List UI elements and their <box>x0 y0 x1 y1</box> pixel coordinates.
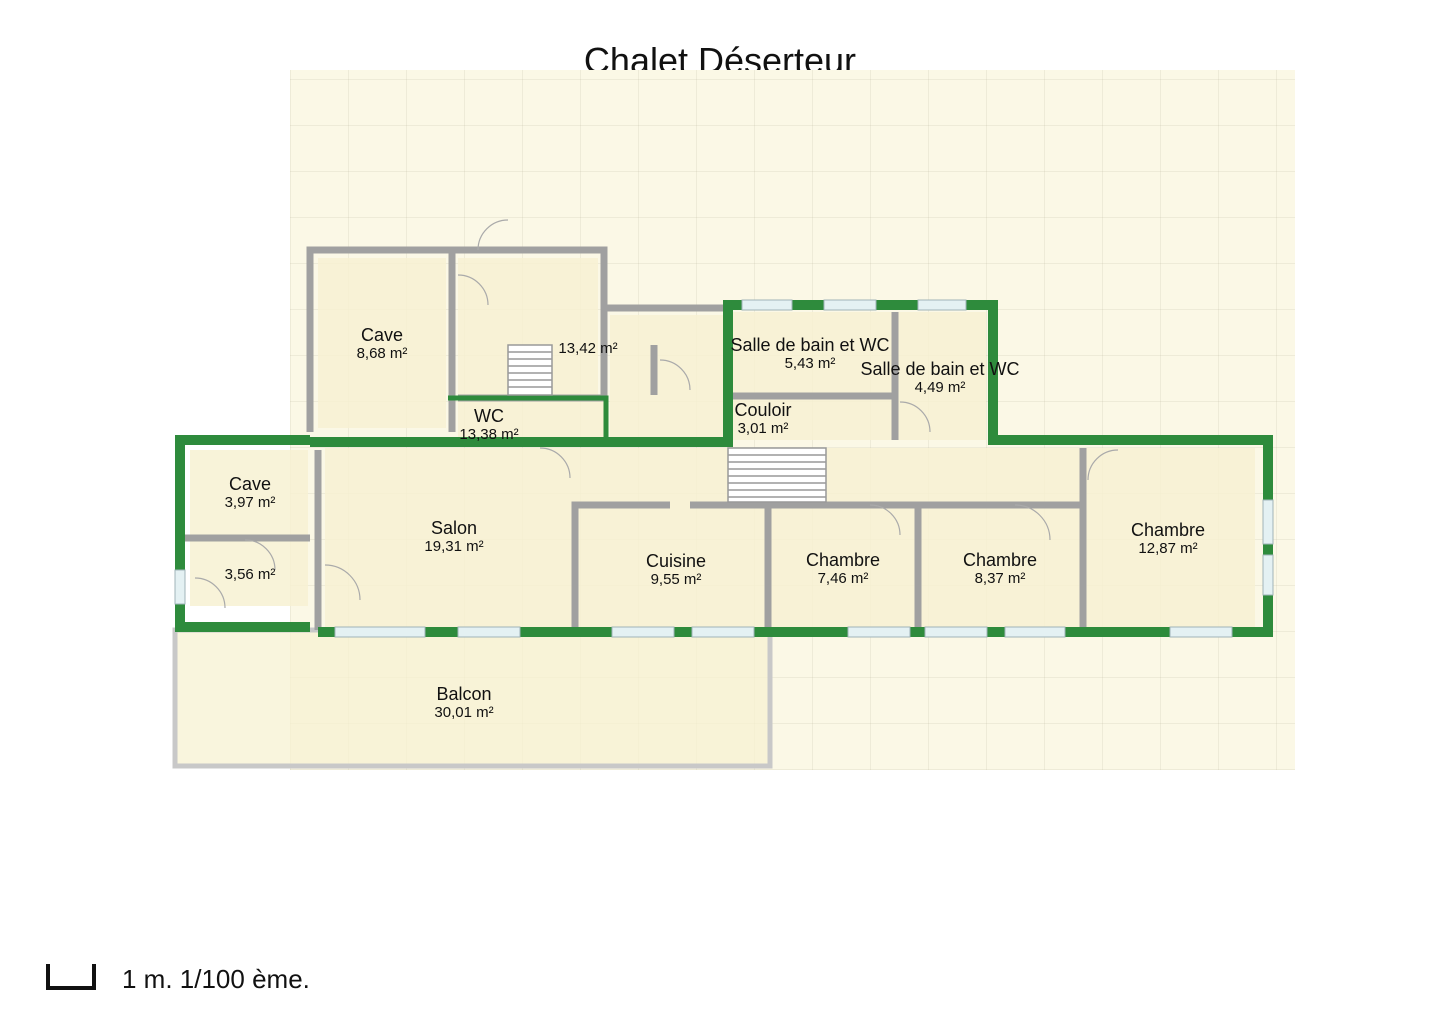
small-left-floor <box>190 540 308 606</box>
room-chambre-2: Chambre 8,37 m² <box>963 550 1037 587</box>
room-area: 8,37 m² <box>974 570 1026 587</box>
scale-legend: 1 m. 1/100 ème. <box>46 964 1046 996</box>
scale-bar-icon <box>46 964 96 990</box>
room-area: 30,01 m² <box>434 704 494 721</box>
bath1-floor <box>728 312 893 396</box>
window <box>174 569 186 605</box>
room-area: 19,31 m² <box>424 538 484 555</box>
room-area: 3,97 m² <box>224 494 276 511</box>
room-name: Couloir <box>734 400 792 420</box>
window <box>1004 626 1066 638</box>
room-wc: WC 13,38 m² <box>459 406 518 443</box>
room-stair: 13,42 m² <box>558 340 617 357</box>
door-arc <box>659 359 691 391</box>
room-area: 8,68 m² <box>356 345 408 362</box>
cave-left-floor <box>190 450 308 536</box>
window <box>691 626 755 638</box>
window <box>823 299 877 311</box>
door-arc <box>477 219 509 251</box>
room-name: Chambre <box>1130 520 1206 540</box>
room-chambre-1: Chambre 7,46 m² <box>806 550 880 587</box>
room-bath2: Salle de bain et WC 4,49 m² <box>860 359 1019 396</box>
bath2-floor <box>898 312 986 440</box>
window <box>611 626 675 638</box>
window <box>847 626 911 638</box>
room-salon: Salon 19,31 m² <box>424 518 483 555</box>
door-arc <box>899 401 931 433</box>
cave-top-floor <box>318 258 446 428</box>
window <box>1169 626 1233 638</box>
door-arc <box>244 539 276 571</box>
room-area: 13,42 m² <box>558 340 618 357</box>
room-chambre-3: Chambre 12,87 m² <box>1131 520 1205 557</box>
green-wall-main <box>310 300 1273 637</box>
door-arc <box>324 564 361 601</box>
room-name: Cave <box>360 325 404 345</box>
wc-floor <box>458 398 606 444</box>
door-arc <box>539 447 571 479</box>
window <box>1262 499 1274 545</box>
room-balcon: Balcon 30,01 m² <box>434 684 493 721</box>
room-name: Salle de bain et WC <box>730 335 890 355</box>
door-arc <box>1087 449 1119 481</box>
upper-corridor-floor <box>610 315 725 440</box>
window <box>457 626 521 638</box>
room-area: 7,46 m² <box>817 570 869 587</box>
room-name: Cave <box>228 474 272 494</box>
door-arc <box>457 274 489 306</box>
room-area: 12,87 m² <box>1138 540 1198 557</box>
room-cave-top: Cave 8,68 m² <box>357 325 408 362</box>
window <box>917 299 967 311</box>
room-cave-left: Cave 3,97 m² <box>225 474 276 511</box>
room-area: 5,43 m² <box>784 355 836 372</box>
stair-room-wall <box>452 246 608 398</box>
window <box>334 626 426 638</box>
staircase-upper <box>507 344 553 396</box>
room-bath1: Salle de bain et WC 5,43 m² <box>730 335 889 372</box>
room-name: Salle de bain et WC <box>860 359 1020 379</box>
room-name: Salon <box>430 518 478 538</box>
room-area: 9,55 m² <box>650 571 702 588</box>
staircase-main <box>727 447 827 503</box>
room-name: Chambre <box>962 550 1038 570</box>
room-couloir: Couloir 3,01 m² <box>734 400 791 437</box>
room-area: 4,49 m² <box>914 379 966 396</box>
room-name: Balcon <box>436 684 492 704</box>
door-arc <box>1014 504 1051 541</box>
couloir-floor <box>728 398 893 440</box>
room-area: 3,56 m² <box>224 566 276 583</box>
window <box>924 626 988 638</box>
room-area: 3,01 m² <box>737 420 789 437</box>
room-cuisine: Cuisine 9,55 m² <box>646 551 706 588</box>
door-arc <box>869 504 901 536</box>
room-name: Cuisine <box>645 551 707 571</box>
cave-top-wall <box>306 246 456 432</box>
room-area: 13,38 m² <box>459 426 519 443</box>
green-wall-wc <box>448 395 609 442</box>
window <box>741 299 793 311</box>
scale-text: 1 m. 1/100 ème. <box>122 964 310 994</box>
door-arc <box>194 577 226 609</box>
room-name: Chambre <box>805 550 881 570</box>
window <box>1262 554 1274 596</box>
room-small-left: 3,56 m² <box>225 566 276 583</box>
salon-cuisine-wall <box>571 501 670 634</box>
room-name: WC <box>473 406 504 426</box>
green-wall-left <box>175 435 310 632</box>
